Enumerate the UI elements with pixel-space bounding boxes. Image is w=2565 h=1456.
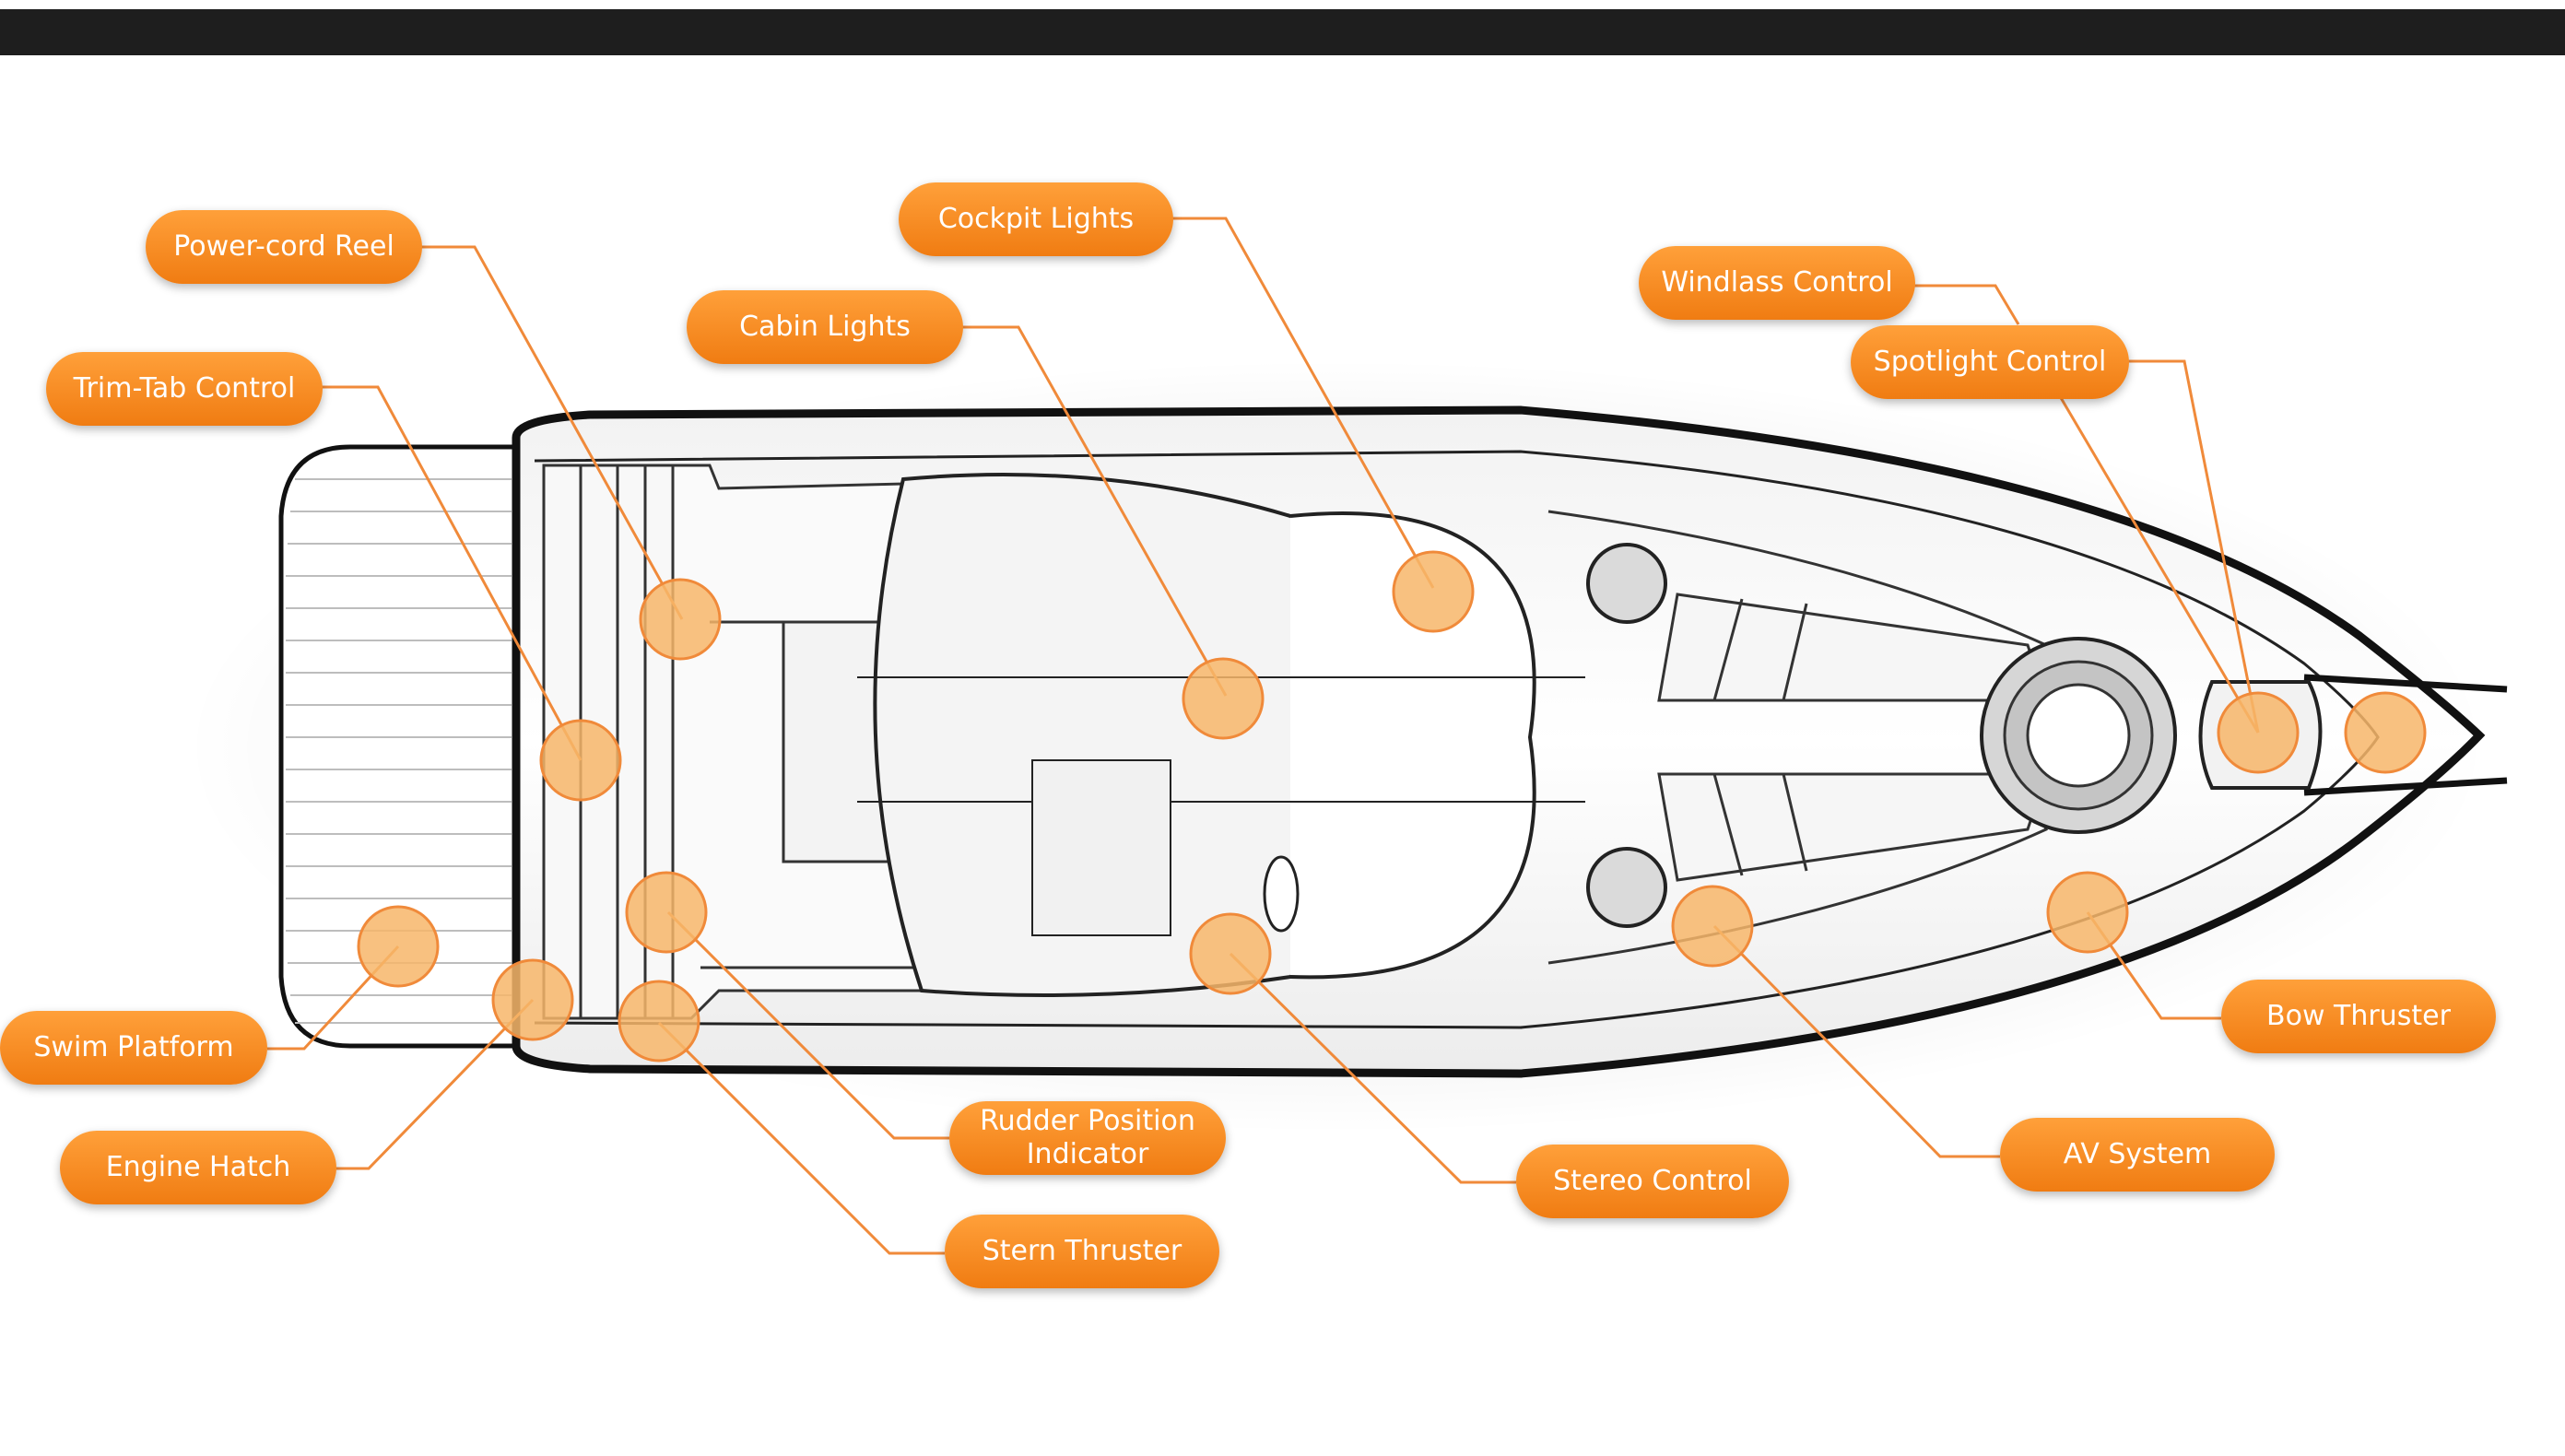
marker-trim-tab-control[interactable] <box>539 719 622 802</box>
label-spotlight-control[interactable]: Spotlight Control <box>1851 325 2129 399</box>
leader-spotlight-control-2 <box>2058 395 2260 734</box>
leader-engine-hatch <box>336 998 535 1170</box>
marker-swim-platform[interactable] <box>357 905 440 988</box>
leader-power-cord-reel <box>415 245 684 620</box>
marker-stereo-control[interactable] <box>1189 912 1272 995</box>
cabin-windscreen <box>857 473 1585 997</box>
label-power-cord-reel[interactable]: Power-cord Reel <box>146 210 422 284</box>
label-windlass-control[interactable]: Windlass Control <box>1639 246 1915 320</box>
label-bow-thruster[interactable]: Bow Thruster <box>2221 980 2496 1053</box>
label-av-system[interactable]: AV System <box>2000 1118 2275 1192</box>
marker-cockpit-lights[interactable] <box>1392 550 1475 633</box>
marker-bow-thruster[interactable] <box>2046 871 2129 954</box>
leader-cockpit-lights <box>1171 217 1435 589</box>
label-stereo-control[interactable]: Stereo Control <box>1516 1145 1789 1218</box>
label-rudder-position-indicator[interactable]: Rudder Position Indicator <box>949 1101 1226 1175</box>
marker-stern-thruster[interactable] <box>618 980 700 1063</box>
marker-power-cord-reel[interactable] <box>639 578 722 661</box>
label-rudder-line2: Indicator <box>1026 1138 1149 1170</box>
marker-windlass-control[interactable] <box>2344 691 2427 774</box>
marker-rudder-position[interactable] <box>625 871 708 954</box>
windlass-drum <box>1980 637 2177 834</box>
label-cabin-lights[interactable]: Cabin Lights <box>687 290 963 364</box>
leader-rudder-position <box>666 910 949 1140</box>
hatch-starboard <box>1586 847 1667 928</box>
leader-spotlight-control <box>2124 359 2260 734</box>
leader-av-system <box>1712 924 2000 1158</box>
marker-cabin-lights[interactable] <box>1182 657 1265 740</box>
marker-spotlight-control[interactable] <box>2217 691 2300 774</box>
leader-bow-thruster <box>2086 911 2221 1020</box>
leader-swim-platform <box>267 945 400 1051</box>
label-cockpit-lights[interactable]: Cockpit Lights <box>899 182 1173 256</box>
label-rudder-line1: Rudder Position <box>980 1105 1195 1137</box>
top-bar <box>0 0 2565 55</box>
label-engine-hatch[interactable]: Engine Hatch <box>60 1131 336 1204</box>
leader-trim-tab-control <box>318 385 582 761</box>
leader-stern-thruster <box>657 1021 945 1255</box>
leader-cabin-lights <box>959 325 1228 697</box>
label-trim-tab-control[interactable]: Trim-Tab Control <box>46 352 323 426</box>
marker-engine-hatch[interactable] <box>491 958 574 1041</box>
leader-windlass-control <box>1912 284 2020 325</box>
top-strip <box>0 0 2565 9</box>
hatch-port <box>1586 543 1667 624</box>
label-swim-platform[interactable]: Swim Platform <box>0 1011 267 1085</box>
marker-av-system[interactable] <box>1671 885 1754 968</box>
swim-platform-deck <box>278 444 519 1049</box>
foredeck <box>1547 510 2049 965</box>
leader-stereo-control <box>1229 952 1516 1184</box>
label-stern-thruster[interactable]: Stern Thruster <box>945 1215 1219 1288</box>
bow-rails <box>2303 674 2508 796</box>
